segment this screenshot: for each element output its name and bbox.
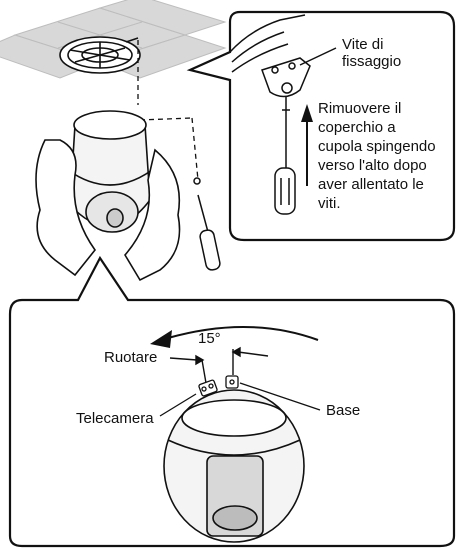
base-label: Base (326, 402, 361, 419)
camera-dome-bottom (163, 389, 305, 543)
instruction-line: coperchio a (318, 119, 396, 136)
callout-dome-shell (229, 14, 306, 73)
ceiling-tile (0, 0, 227, 79)
guide-lines (137, 40, 199, 181)
rotation-arrowhead (150, 330, 172, 348)
ceiling-bracket (59, 36, 141, 74)
instruction-line: Rimuovere il (318, 100, 402, 117)
instruction-line: cupola spingendo (318, 138, 436, 155)
angle-label: 15° (198, 330, 221, 347)
instruction-line: viti. (318, 195, 341, 212)
instruction-line: aver allentato le (318, 176, 424, 193)
callout-top (186, 10, 456, 242)
leader-lines (159, 382, 321, 417)
hands (35, 139, 181, 282)
label-screw-line1: Vite di (342, 36, 384, 53)
rotate-label: Ruotare (104, 349, 158, 366)
callout-screwdriver-icon (274, 96, 296, 215)
camera-label: Telecamera (76, 410, 154, 427)
base-screw (225, 375, 239, 389)
instruction-line: verso l'alto dopo (318, 157, 427, 174)
dome-camera (67, 110, 153, 233)
up-arrow-icon (301, 104, 313, 186)
fixing-screw (261, 47, 337, 98)
screwdriver-icon (193, 177, 221, 271)
rotation-arrow-icon (167, 325, 319, 341)
camera-screw (198, 379, 218, 397)
angle-indicator (169, 346, 269, 384)
label-screw-line2: fissaggio (342, 53, 402, 70)
label-screw: Vite di fissaggio (342, 36, 401, 70)
instruction-text: Rimuovere il coperchio a cupola spingend… (318, 99, 436, 213)
